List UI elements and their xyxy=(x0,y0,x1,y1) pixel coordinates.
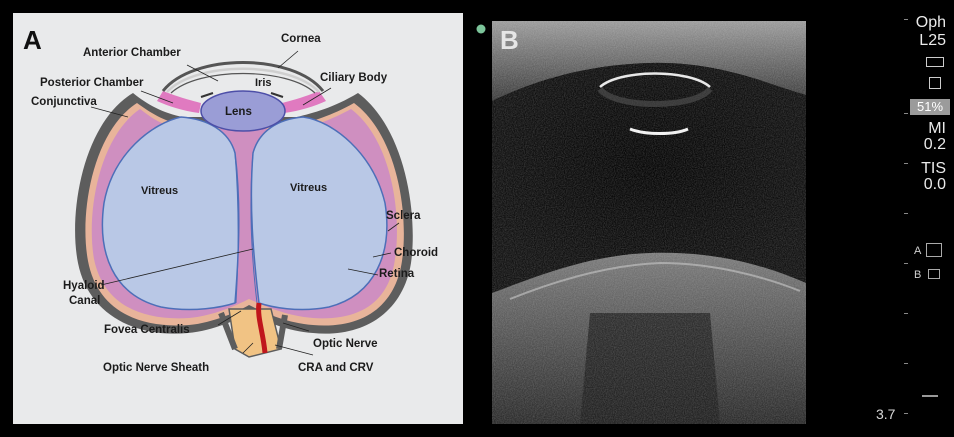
leader-cornea xyxy=(278,51,298,68)
eye-diagram-svg: A xyxy=(13,13,463,424)
label-choroid: Choroid xyxy=(394,247,438,259)
probe-a-icon xyxy=(926,243,942,257)
cornea xyxy=(163,63,323,92)
label-lens: Lens xyxy=(225,106,252,118)
speckle-texture xyxy=(492,21,806,424)
label-retina: Retina xyxy=(379,268,415,280)
ultrasound-svg: B 3.7 xyxy=(470,13,910,424)
tis-value: 0.0 xyxy=(924,177,946,193)
ultrasound-image: B 3.7 xyxy=(470,13,910,424)
label-vitreus-right: Vitreus xyxy=(290,182,327,194)
label-vitreus-left: Vitreus xyxy=(141,185,178,197)
ultrasound-sidebar: Oph L25 51% MI 0.2 TIS 0.0 A B xyxy=(904,13,954,424)
label-ciliary-body: Ciliary Body xyxy=(320,72,388,84)
label-iris: Iris xyxy=(255,77,272,89)
mi-value: 0.2 xyxy=(924,137,946,153)
probe-label: L25 xyxy=(919,33,946,49)
signal-icon xyxy=(922,385,938,397)
marker-b: B xyxy=(914,269,921,281)
probe-b-icon xyxy=(928,269,940,279)
eye-anatomy-diagram: A xyxy=(13,13,463,424)
ciliary-body-left xyxy=(157,91,201,113)
orientation-dot xyxy=(477,25,486,34)
optic-nerve-sheath xyxy=(229,309,281,357)
panel-letter-b: B xyxy=(500,25,519,55)
depth-readout: 3.7 xyxy=(876,406,896,422)
label-anterior-chamber: Anterior Chamber xyxy=(83,47,181,59)
leader-cra xyxy=(275,345,313,355)
battery-icon xyxy=(926,57,944,67)
label-posterior-chamber: Posterior Chamber xyxy=(40,77,144,89)
mi-label: MI xyxy=(928,121,946,137)
marker-a: A xyxy=(914,245,921,257)
label-cra-crv: CRA and CRV xyxy=(298,362,374,374)
preset-label: Oph xyxy=(916,15,946,31)
label-cornea: Cornea xyxy=(281,33,321,45)
gain-percent: 51% xyxy=(910,99,950,115)
tis-label: TIS xyxy=(921,161,946,177)
label-optic-nerve-sheath: Optic Nerve Sheath xyxy=(103,362,209,374)
ciliary-body-right xyxy=(282,91,326,113)
save-icon xyxy=(929,77,941,89)
label-sclera: Sclera xyxy=(386,210,421,222)
label-hyaloid: Hyaloid xyxy=(63,280,105,292)
label-optic-nerve: Optic Nerve xyxy=(313,338,378,350)
label-conjunctiva: Conjunctiva xyxy=(31,96,97,108)
label-canal: Canal xyxy=(69,295,100,307)
label-fovea-centralis: Fovea Centralis xyxy=(104,324,190,336)
panel-letter-a: A xyxy=(23,25,42,55)
